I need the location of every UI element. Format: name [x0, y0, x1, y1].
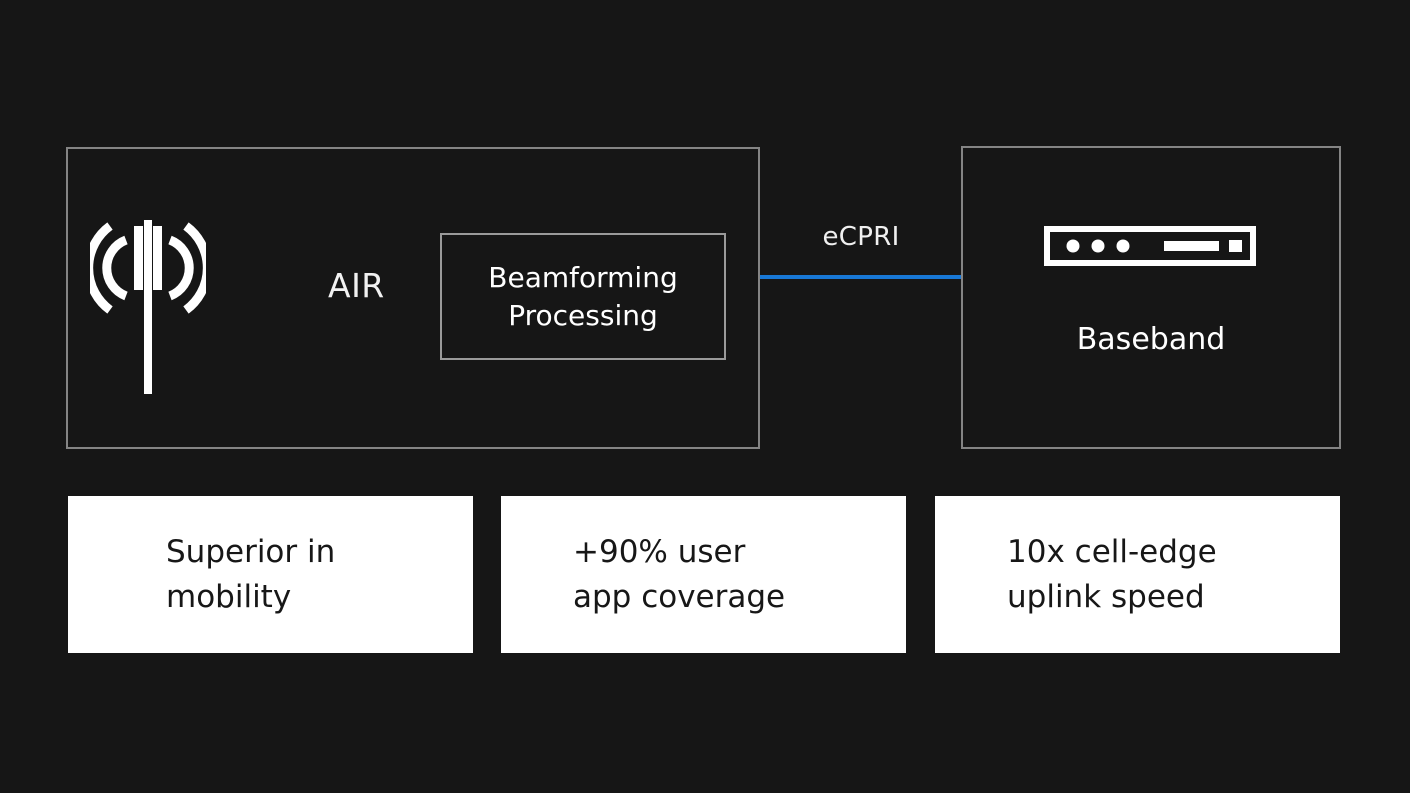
stat-card-text: 10x cell-edge uplink speed — [1007, 533, 1217, 615]
ecpri-label: eCPRI — [822, 222, 900, 252]
stat-card-text: Superior in mobility — [166, 533, 336, 615]
baseband-panel — [961, 146, 1341, 449]
stat-card-text: +90% user app coverage — [573, 533, 786, 615]
air-panel — [66, 147, 760, 449]
stat-card-cell-edge-uplink-speed: 10x cell-edge uplink speed — [935, 496, 1340, 653]
antenna-radio-waves-icon — [90, 218, 206, 396]
server-rack-icon — [1044, 226, 1256, 266]
beamforming-processing-box: Beamforming Processing — [440, 233, 726, 360]
stat-card-superior-mobility: Superior in mobility — [68, 496, 473, 653]
stat-card-user-app-coverage: +90% user app coverage — [501, 496, 906, 653]
air-label: AIR — [328, 266, 385, 305]
beamforming-processing-label: Beamforming Processing — [488, 260, 678, 332]
baseband-label: Baseband — [1076, 322, 1226, 357]
ecpri-connector-line — [760, 275, 962, 279]
